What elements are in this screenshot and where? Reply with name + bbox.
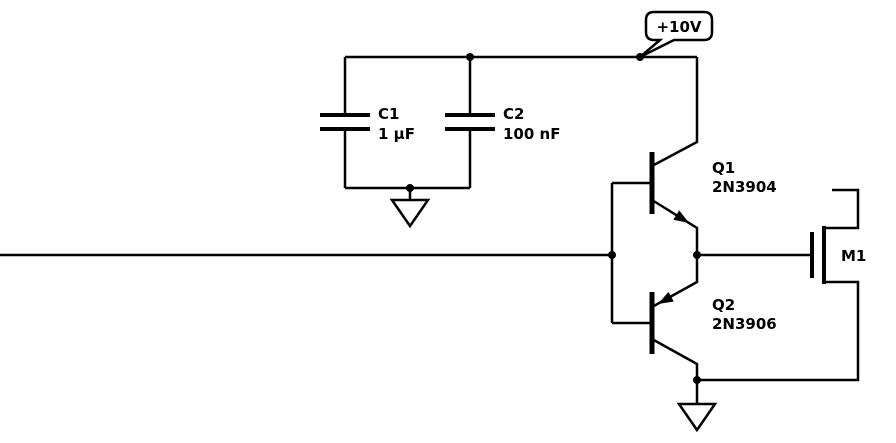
junction-dot-bottom-rail: [693, 376, 701, 384]
c2-ref-label: C2: [503, 105, 524, 123]
m1-source-wire: [697, 280, 860, 382]
q1-emitter-wire: [651, 198, 699, 255]
ground-symbol-caps: [389, 198, 431, 229]
junction-dot-output: [693, 251, 701, 259]
q2-part-label: 2N3906: [712, 315, 777, 333]
c1-ref-label: C1: [378, 105, 399, 123]
c1-value-label: 1 µF: [378, 125, 415, 143]
q2-ref-label: Q2: [712, 296, 735, 314]
q1-part-label: 2N3904: [712, 178, 777, 196]
junction-dot-input: [608, 251, 616, 259]
q2-emitter-wire: [651, 255, 699, 309]
supply-voltage-label: +10V: [656, 18, 701, 36]
q1-emitter-arrow-icon: [673, 210, 689, 223]
supply-callout-bubble: [639, 10, 714, 59]
m1-drain-wire: [826, 188, 860, 230]
junction-dot-cap-ground: [406, 184, 414, 192]
m1-ref-label: M1: [841, 247, 866, 265]
q2-collector-wire: [651, 337, 699, 380]
c2-value-label: 100 nF: [503, 125, 560, 143]
q2-emitter-arrow-icon: [658, 291, 674, 304]
ground-symbol-output: [676, 402, 718, 433]
q1-ref-label: Q1: [712, 159, 735, 177]
junction-dot-c2-rail: [466, 53, 474, 61]
q1-collector-wire: [651, 57, 699, 168]
